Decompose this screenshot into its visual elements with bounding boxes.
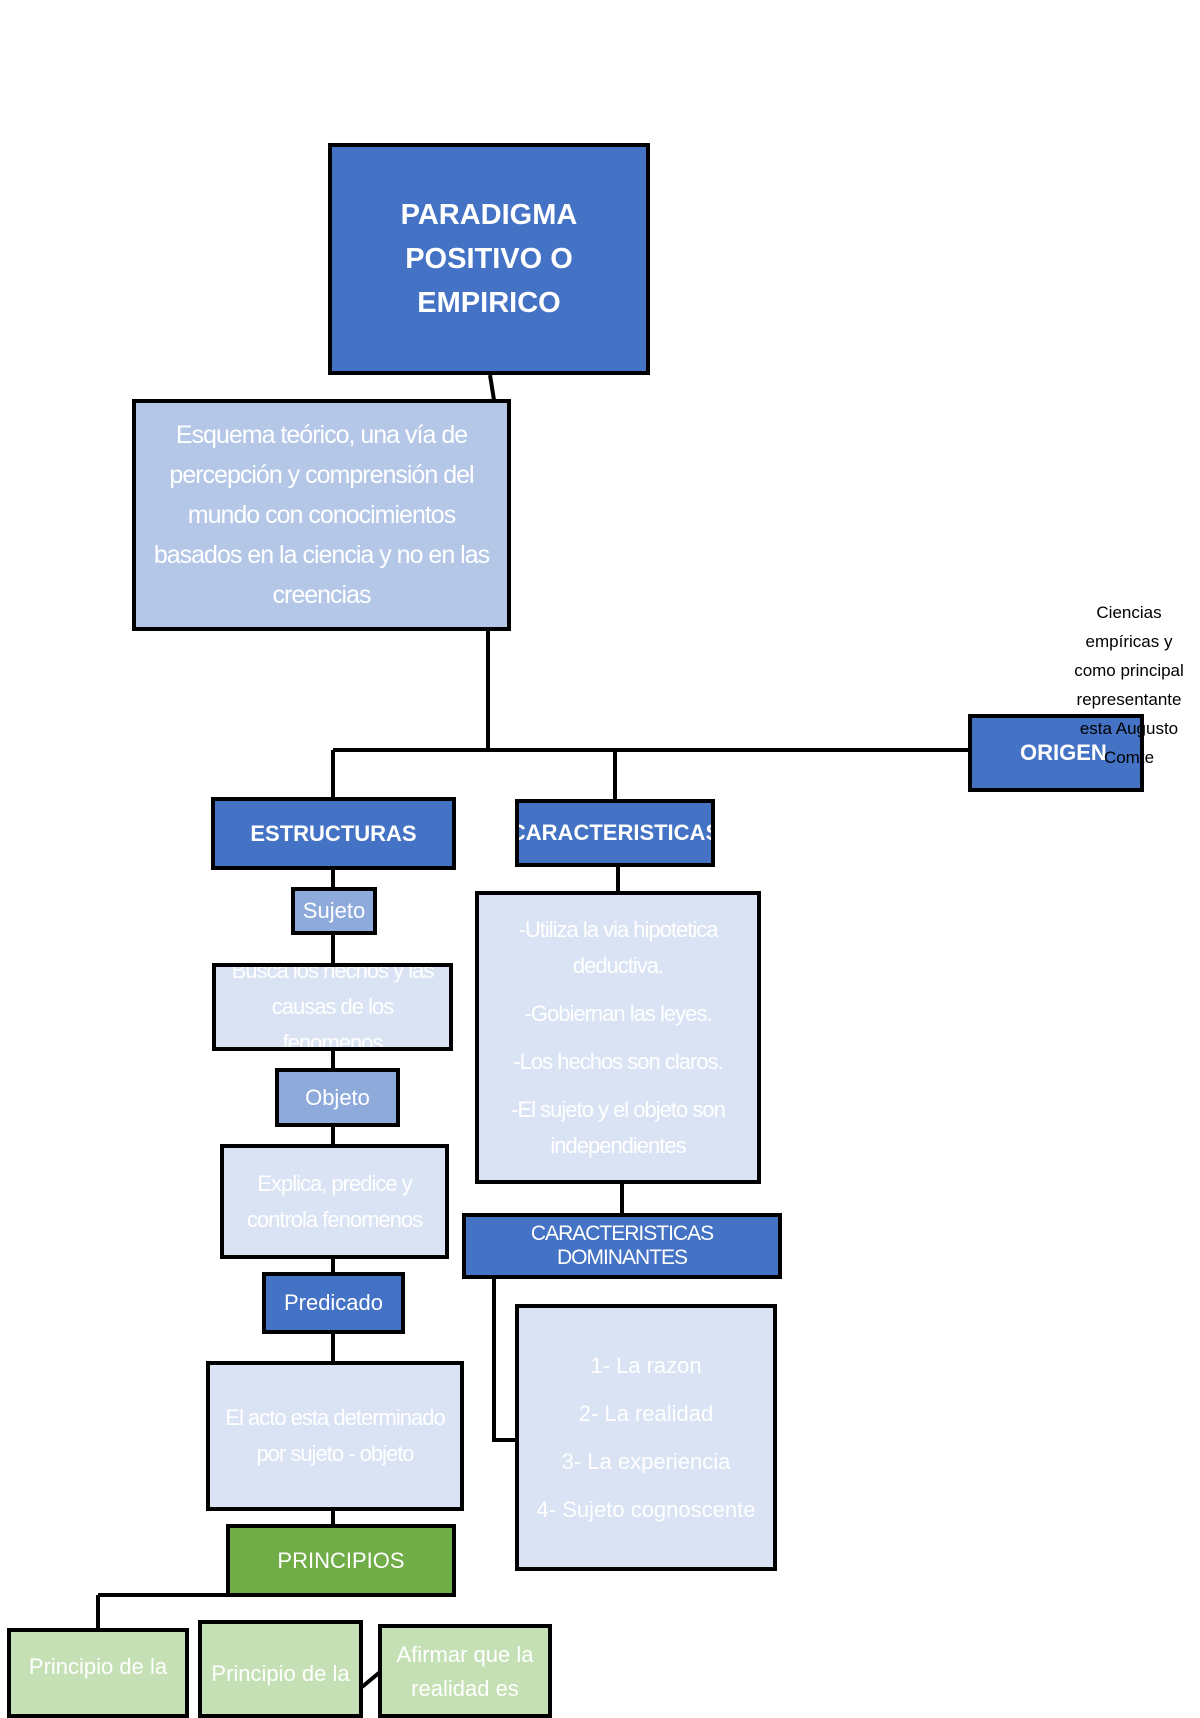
sujeto-desc-box: Busca los hechos y las causas de los fen… (212, 963, 453, 1051)
predicado-box: Predicado (262, 1272, 405, 1334)
predicado-desc-box: El acto esta determinado por sujeto - ob… (206, 1361, 464, 1511)
caracteristicas-item: -Los hechos son claros. (513, 1048, 723, 1074)
caracteristicas-label: CARACTERISTICAS (515, 820, 715, 845)
dominantes-box: CARACTERISTICAS DOMINANTES (462, 1213, 782, 1279)
dominantes-item: 3- La experiencia (561, 1448, 731, 1474)
sujeto-box: Sujeto (291, 887, 377, 935)
principios-box: PRINCIPIOS (226, 1524, 456, 1597)
dominantes-item: 4- Sujeto cognoscente (536, 1496, 756, 1522)
origin-note: Ciencias empíricas y como principal repr… (1074, 603, 1184, 767)
objeto-label: Objeto (305, 1084, 370, 1110)
principio-box-2: Principio de la (198, 1620, 363, 1718)
definition-text: Esquema teórico, una vía de percepción y… (153, 421, 490, 609)
estructuras-label: ESTRUCTURAS (250, 820, 417, 846)
principio-box-1: Principio de la (7, 1628, 189, 1718)
main-title: PARADIGMA POSITIVO O EMPIRICO (400, 199, 578, 319)
caracteristicas-item: -El sujeto y el objeto son independiente… (511, 1096, 726, 1158)
caracteristicas-item: -Utiliza la via hipotetica deductiva. (518, 916, 719, 978)
origin-label: ORIGEN (1020, 740, 1107, 765)
estructuras-box: ESTRUCTURAS (211, 797, 456, 870)
principio-text-2: Principio de la (211, 1661, 350, 1686)
principio-text-1: Principio de la (28, 1654, 168, 1679)
caracteristicas-list-box: -Utiliza la via hipotetica deductiva. -G… (475, 891, 761, 1184)
caracteristicas-item: -Gobiernan las leyes. (524, 1000, 713, 1026)
caracteristicas-box: CARACTERISTICAS (515, 799, 715, 867)
predicado-label: Predicado (283, 1290, 384, 1315)
principio-text-3: Afirmar que la realidad es (396, 1642, 534, 1701)
objeto-desc-box: Explica, predice y controla fenomenos (220, 1144, 449, 1259)
origin-box: ORIGEN (968, 714, 1144, 792)
dominantes-list-box: 1- La razon 2- La realidad 3- La experie… (515, 1304, 777, 1571)
objeto-box: Objeto (275, 1068, 400, 1127)
principio-box-3: Afirmar que la realidad es (378, 1624, 552, 1718)
dominantes-item: 2- La realidad (578, 1400, 714, 1426)
dominantes-item: 1- La razon (590, 1352, 702, 1378)
predicado-desc: El acto esta determinado por sujeto - ob… (225, 1405, 445, 1466)
dominantes-label: CARACTERISTICAS DOMINANTES (530, 1222, 714, 1269)
objeto-desc: Explica, predice y controla fenomenos (246, 1170, 423, 1232)
definition-box: Esquema teórico, una vía de percepción y… (132, 399, 511, 631)
principios-label: PRINCIPIOS (277, 1547, 405, 1573)
sujeto-label: Sujeto (302, 898, 366, 923)
sujeto-desc: Busca los hechos y las causas de los fen… (231, 963, 435, 1051)
main-title-box: PARADIGMA POSITIVO O EMPIRICO (328, 143, 650, 375)
